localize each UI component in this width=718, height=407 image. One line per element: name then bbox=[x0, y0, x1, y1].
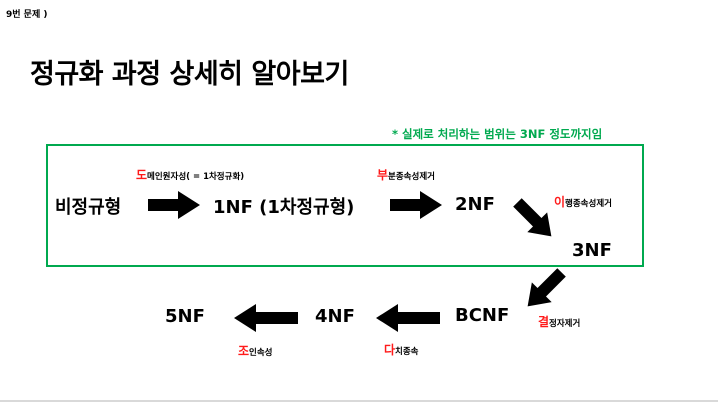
annotation-text: 행종속성제거 bbox=[565, 199, 612, 209]
annotation-text: 정자제거 bbox=[549, 319, 581, 329]
arrow-to-1nf bbox=[148, 191, 200, 219]
node-1nf: 1NF (1차정규형) bbox=[213, 197, 355, 218]
annotation-initial: 부 bbox=[377, 168, 389, 182]
annotation-to-1nf: 도메인원자성( = 1차정규화) bbox=[136, 166, 244, 183]
annotation-text: 치종속 bbox=[395, 347, 419, 357]
annotation-to-bcnf: 결정자제거 bbox=[538, 313, 580, 330]
annotation-initial: 결 bbox=[538, 315, 550, 329]
annotation-initial: 조 bbox=[238, 344, 250, 358]
annotation-to-2nf: 부분종속성제거 bbox=[377, 166, 435, 183]
node-bcnf: BCNF bbox=[455, 305, 510, 326]
node-5nf: 5NF bbox=[165, 306, 205, 327]
scope-note: * 실제로 처리하는 범위는 3NF 정도까지임 bbox=[392, 127, 603, 141]
page-title: 정규화 과정 상세히 알아보기 bbox=[30, 59, 349, 90]
slide-bottom-border bbox=[0, 400, 718, 402]
annotation-text: 메인원자성( = 1차정규화) bbox=[147, 172, 245, 182]
arrow-to-4nf bbox=[376, 304, 440, 332]
arrow-to-bcnf bbox=[527, 268, 566, 307]
annotation-initial: 도 bbox=[136, 168, 148, 182]
annotation-to-4nf: 다치종속 bbox=[384, 341, 419, 358]
annotation-to-3nf: 이행종속성제거 bbox=[554, 193, 612, 210]
annotation-to-5nf: 조인속성 bbox=[238, 342, 273, 359]
annotation-text: 인속성 bbox=[249, 348, 273, 358]
node-unnormalized: 비정규형 bbox=[55, 197, 122, 218]
node-3nf: 3NF bbox=[572, 240, 612, 261]
annotation-text: 분종속성제거 bbox=[388, 172, 435, 182]
arrow-to-3nf bbox=[513, 198, 552, 237]
arrow-to-5nf bbox=[234, 304, 298, 332]
scope-box bbox=[46, 144, 644, 267]
arrow-to-2nf bbox=[390, 191, 442, 219]
header-label: 9번 문제 ) bbox=[6, 10, 48, 20]
annotation-initial: 다 bbox=[384, 343, 396, 357]
annotation-initial: 이 bbox=[554, 195, 566, 209]
node-2nf: 2NF bbox=[455, 194, 495, 215]
node-4nf: 4NF bbox=[315, 306, 355, 327]
